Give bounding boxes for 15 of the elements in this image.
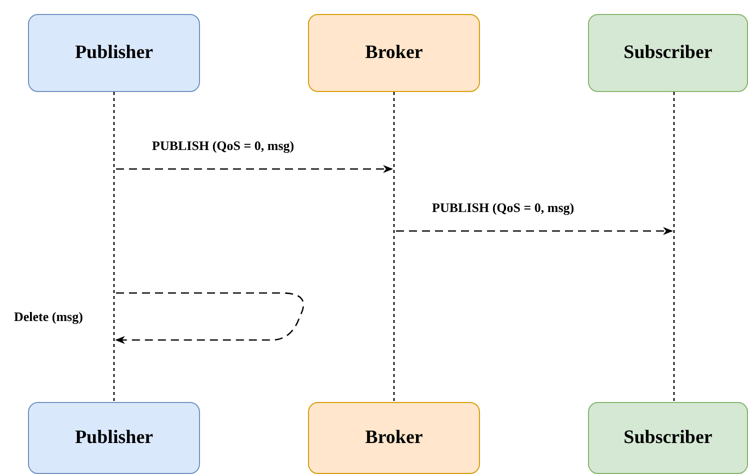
message-arrow <box>396 227 673 235</box>
participant-box: Publisher <box>28 402 200 474</box>
edge-label: Delete (msg) <box>12 309 85 325</box>
lifeline <box>392 92 396 402</box>
edge-label: PUBLISH (QoS = 0, msg) <box>430 200 576 216</box>
participant-box: Broker <box>308 402 480 474</box>
message-arrow <box>116 165 393 173</box>
participant-box: Subscriber <box>588 402 748 474</box>
lifeline <box>672 92 676 402</box>
lifeline <box>112 92 116 402</box>
participant-box: Subscriber <box>588 14 748 92</box>
participant-box: Broker <box>308 14 480 92</box>
participant-box: Publisher <box>28 14 200 92</box>
edge-label: PUBLISH (QoS = 0, msg) <box>150 138 296 154</box>
self-message-arrow <box>115 292 304 344</box>
